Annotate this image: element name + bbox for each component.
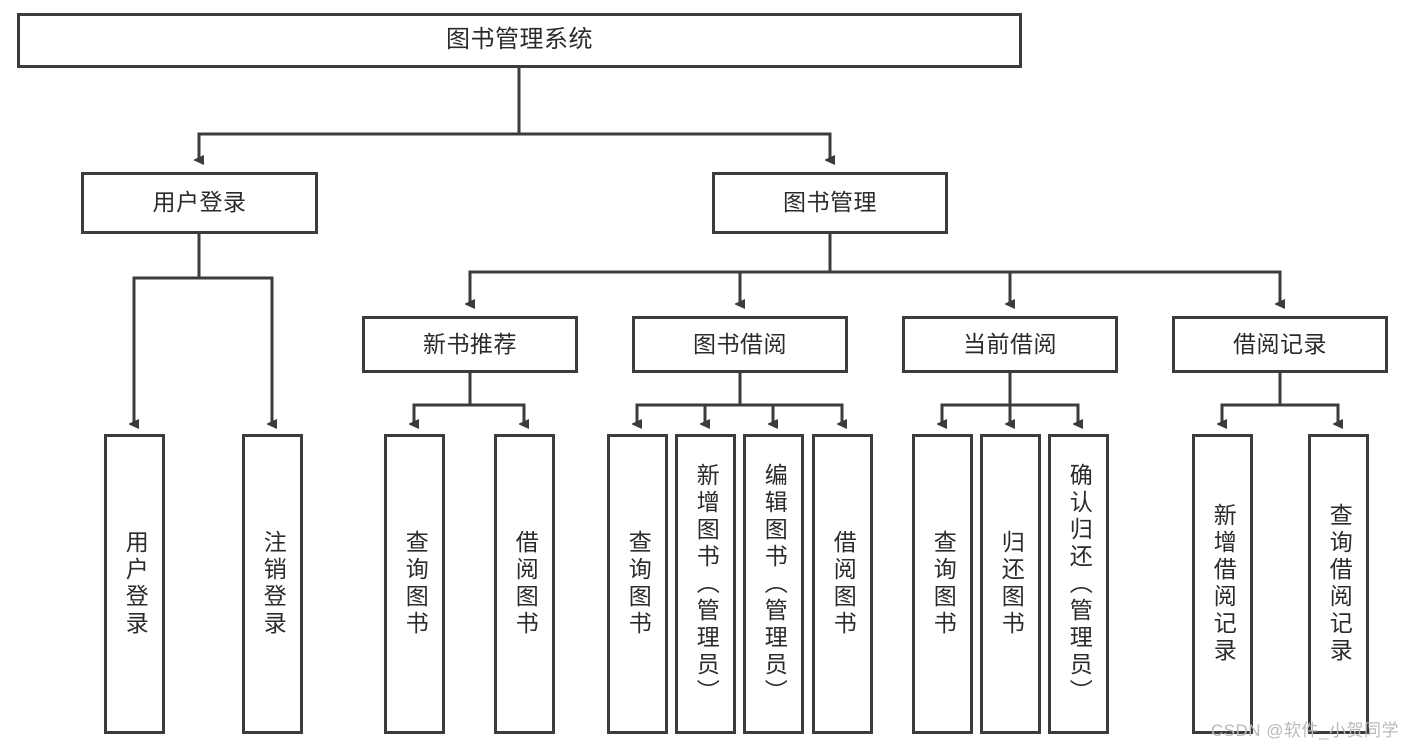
node-root-system[interactable]: 图书管理系统: [17, 13, 1022, 68]
node-label: 新书推荐: [423, 330, 517, 357]
node-leaf-query-book-1[interactable]: 查询图书: [384, 434, 445, 734]
node-label: 借阅记录: [1233, 330, 1327, 357]
node-leaf-add-book[interactable]: 新增图书（管理员）: [675, 434, 736, 734]
node-label: 新增借阅记录: [1210, 503, 1237, 665]
node-book-borrow[interactable]: 图书借阅: [632, 316, 848, 373]
node-leaf-confirm-return[interactable]: 确认归还（管理员）: [1048, 434, 1109, 734]
node-book-management[interactable]: 图书管理: [712, 172, 948, 234]
node-label: 用户登录: [152, 189, 247, 216]
node-leaf-borrow-book-2[interactable]: 借阅图书: [812, 434, 873, 734]
node-label: 查询借阅记录: [1326, 503, 1353, 665]
node-current-borrow[interactable]: 当前借阅: [902, 316, 1118, 373]
watermark-text: CSDN @软件_小贺同学: [1210, 721, 1399, 740]
node-leaf-logout-login[interactable]: 注销登录: [242, 434, 303, 734]
node-label: 查询图书: [930, 530, 957, 638]
node-leaf-query-record[interactable]: 查询借阅记录: [1308, 434, 1369, 734]
node-user-login[interactable]: 用户登录: [81, 172, 318, 234]
node-new-book-recommend[interactable]: 新书推荐: [362, 316, 578, 373]
node-label: 归还图书: [998, 530, 1025, 638]
node-label: 当前借阅: [963, 330, 1057, 357]
node-label: 借阅图书: [830, 530, 857, 638]
node-leaf-borrow-book-1[interactable]: 借阅图书: [494, 434, 555, 734]
node-label: 用户登录: [122, 530, 149, 638]
node-label: 图书管理: [783, 189, 877, 216]
node-leaf-edit-book[interactable]: 编辑图书（管理员）: [743, 434, 804, 734]
node-borrow-record[interactable]: 借阅记录: [1172, 316, 1388, 373]
node-label: 新增图书（管理员）: [693, 462, 720, 706]
node-label: 查询图书: [402, 530, 429, 638]
node-leaf-query-book-2[interactable]: 查询图书: [607, 434, 668, 734]
node-label: 图书借阅: [693, 330, 787, 357]
node-label: 图书管理系统: [446, 26, 593, 54]
node-label: 查询图书: [625, 530, 652, 638]
node-label: 确认归还（管理员）: [1066, 462, 1093, 706]
node-leaf-add-record[interactable]: 新增借阅记录: [1192, 434, 1253, 734]
node-label: 编辑图书（管理员）: [761, 462, 788, 706]
node-label: 注销登录: [260, 530, 287, 638]
node-leaf-return-book[interactable]: 归还图书: [980, 434, 1041, 734]
node-leaf-user-login[interactable]: 用户登录: [104, 434, 165, 734]
node-leaf-query-book-3[interactable]: 查询图书: [912, 434, 973, 734]
node-label: 借阅图书: [512, 530, 539, 638]
